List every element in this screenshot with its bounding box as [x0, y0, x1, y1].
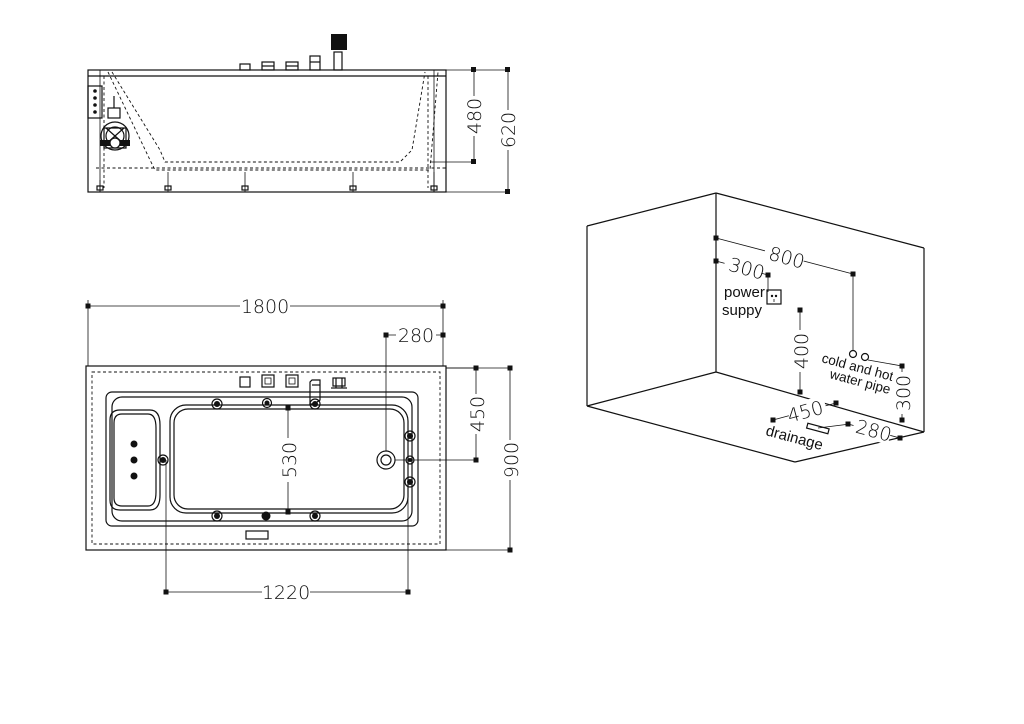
side-view-body — [87, 69, 447, 193]
dim-height-inner: 480 — [464, 98, 486, 134]
jets — [157, 397, 416, 522]
room-view: 800 300 power suppy 400 cold and hot wat… — [586, 192, 925, 463]
dim-drain-distance: 450 — [785, 397, 826, 428]
dim-power-height: 400 — [791, 333, 813, 369]
label-power-line1: power — [724, 284, 765, 301]
dim-height-total: 620 — [498, 112, 520, 148]
dim-pipe-height: 300 — [893, 375, 915, 411]
top-view-basin — [105, 391, 419, 527]
side-view-dimensions: 480 620 — [430, 67, 520, 194]
dim-room-drain-offset: 280 — [853, 416, 894, 447]
side-view-feet — [96, 172, 438, 192]
label-drainage: drainage — [764, 422, 825, 454]
dim-inner-length: 1220 — [262, 582, 310, 604]
dim-drain-depth: 450 — [467, 396, 489, 432]
drain-icon — [376, 450, 396, 470]
faucet-icon — [309, 379, 321, 405]
dim-power-distance: 300 — [726, 254, 767, 285]
deck-controls — [239, 374, 347, 405]
power-socket-icon — [766, 289, 782, 305]
water-pipe-icon — [848, 349, 870, 362]
top-view-rim — [85, 365, 447, 551]
room-box — [586, 192, 925, 463]
overflow-slot — [245, 530, 269, 540]
dim-inner-width: 530 — [279, 442, 301, 478]
dim-length: 1800 — [241, 296, 289, 318]
headrest — [109, 409, 161, 511]
side-view-deck-fittings — [239, 34, 347, 71]
dim-drain-offset: 280 — [398, 325, 434, 347]
shower-handle-icon — [331, 34, 347, 50]
dim-pipe-distance: 800 — [766, 243, 807, 274]
top-view-dimensions: 1800 280 530 450 — [85, 294, 523, 604]
label-power-line2: suppy — [722, 302, 763, 319]
drainage-icon — [805, 422, 851, 435]
side-view-tub-profile — [111, 71, 426, 163]
side-view: 480 620 — [87, 34, 520, 194]
pump-motor-icon — [100, 96, 130, 151]
top-view: 1800 280 530 450 — [85, 294, 523, 604]
side-view-control-panel — [87, 85, 103, 119]
dim-width: 900 — [501, 442, 523, 478]
